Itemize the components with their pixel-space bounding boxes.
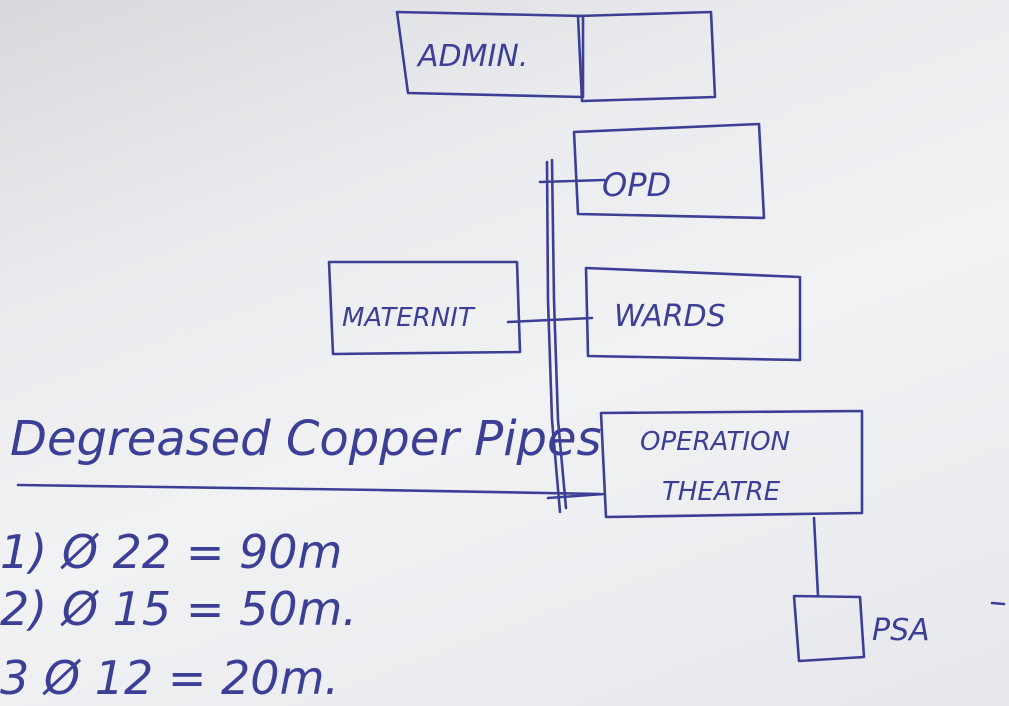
operation-theatre-label-line1: OPERATION (640, 427, 790, 457)
main-riser-pipe (545, 160, 562, 514)
psa-box (792, 594, 866, 663)
notes-item-2: 2) Ø 15 = 50m. (0, 582, 357, 636)
heading-underline (16, 483, 602, 496)
admin-adjacent-box (576, 10, 717, 103)
opd-label: OPD (602, 166, 671, 204)
opd-box (572, 122, 766, 220)
main-riser-pipe-double (550, 158, 568, 510)
notes-item-1: 1) Ø 22 = 90m (0, 525, 342, 579)
maternity-box (327, 260, 522, 356)
notes-heading: Degreased Copper Pipes (10, 411, 602, 467)
psa-dash (990, 601, 1006, 606)
admin-label: ADMIN. (416, 39, 528, 74)
psa-label: PSA (872, 613, 930, 648)
notes-item-3: 3 Ø 12 = 20m. (0, 651, 339, 705)
wards-label: WARDS (614, 299, 726, 334)
branch-maternity-wards (506, 316, 594, 324)
operation-theatre-box (599, 409, 864, 519)
operation-theatre-label-line2: THEATRE (662, 477, 781, 507)
branch-opd (538, 178, 606, 184)
psa-feed-line (812, 516, 820, 598)
wards-box (584, 266, 802, 362)
maternity-label: MATERNIT (342, 303, 476, 333)
